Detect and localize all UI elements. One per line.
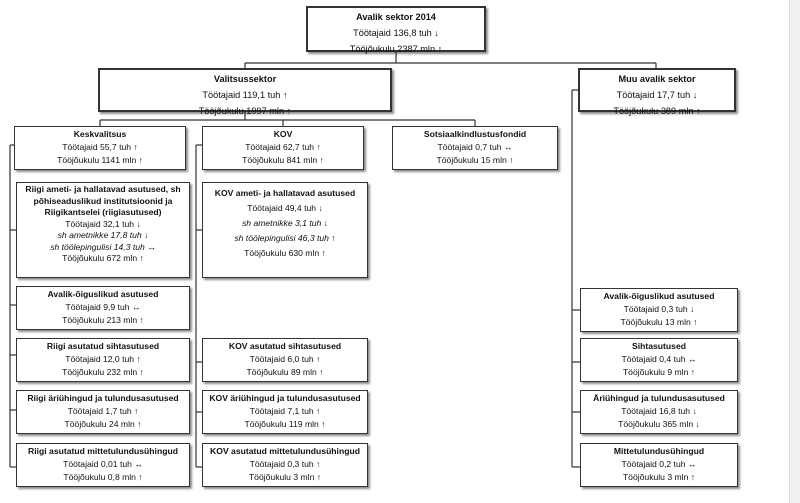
node-title: KOV ameti- ja hallatavad asutused (214, 188, 356, 198)
node-foundations-central: Riigi asutatud sihtasutused Töötajaid 12… (16, 338, 190, 382)
node-labor-cost: Tööjõukulu 1141 mln ↑ (57, 155, 143, 165)
node-public-law-institutions-central: Avalik-õiguslikud asutused Töötajaid 9,9… (16, 286, 190, 330)
node-title: Valitsussektor (213, 74, 277, 84)
node-employees: Töötajaid 17,7 tuh ↓ (616, 90, 698, 100)
node-state-agencies: Riigi ameti- ja hallatavad asutused, sh … (16, 182, 190, 278)
node-employees: Töötajaid 55,7 tuh ↑ (62, 142, 138, 152)
node-foundations-kov: KOV asutatud sihtasutused Töötajaid 6,0 … (202, 338, 368, 382)
node-labor-cost: Tööjõukulu 3 mln ↑ (248, 472, 322, 482)
node-title: KOV äriühingud ja tulundusasutused (209, 393, 361, 403)
node-title-line: Riigi ameti- ja hallatavad asutused, sh (25, 184, 181, 194)
node-title-line: põhiseaduslikud institutsioonid ja (33, 195, 173, 206)
node-labor-cost: Tööjõukulu 3 mln ↑ (622, 472, 696, 482)
node-title: Avalik sektor 2014 (356, 12, 436, 22)
node-labor-cost: Tööjõukulu 213 mln ↑ (62, 315, 144, 325)
node-labor-cost: Tööjõukulu 389 mln ↑ (613, 106, 701, 116)
node-labor-cost: Tööjõukulu 0,8 mln ↑ (63, 472, 143, 482)
node-title: KOV asutatud mittetulundusühingud (210, 446, 360, 456)
node-employees: Töötajaid 9,9 tuh ↔ (65, 302, 141, 312)
node-nonprofits-central: Riigi asutatud mittetulundusühingud Tööt… (16, 443, 190, 487)
node-central-government: Keskvalitsus Töötajaid 55,7 tuh ↑ Tööjõu… (14, 126, 186, 170)
node-labor-cost: Tööjõukulu 630 mln ↑ (244, 248, 326, 258)
node-title: KOV asutatud sihtasutused (228, 341, 342, 351)
node-labor-cost: Tööjõukulu 13 mln ↑ (620, 317, 698, 327)
node-title: Avalik-õiguslikud asutused (603, 291, 715, 301)
node-companies-kov: KOV äriühingud ja tulundusasutused Tööta… (202, 390, 368, 434)
node-employees: Töötajaid 0,7 tuh ↔ (437, 142, 513, 152)
node-employees: Töötajaid 0,3 tuh ↑ (249, 459, 321, 469)
node-officials: sh ametnikke 17,8 tuh ↓ (57, 230, 149, 240)
node-nonprofits-other: Mittetulundusühingud Töötajaid 0,2 tuh ↔… (580, 443, 738, 487)
node-labor-cost: Tööjõukulu 232 mln ↑ (62, 367, 144, 377)
node-employees: Töötajaid 0,2 tuh ↔ (621, 459, 697, 469)
node-title: Äriühingud ja tulundusasutused (593, 393, 725, 403)
node-title: Avalik-õiguslikud asutused (47, 289, 159, 299)
node-employees: Töötajaid 12,0 tuh ↑ (65, 354, 141, 364)
node-employees: Töötajaid 6,0 tuh ↑ (249, 354, 321, 364)
node-labor-cost: Tööjõukulu 15 mln ↑ (436, 155, 514, 165)
node-other-public-sector: Muu avalik sektor Töötajaid 17,7 tuh ↓ T… (578, 68, 736, 116)
node-title: Sotsiaalkindlustusfondid (423, 129, 527, 139)
node-labor-cost: Tööjõukulu 89 mln ↑ (246, 367, 324, 377)
node-social-security-funds: Sotsiaalkindlustusfondid Töötajaid 0,7 t… (392, 126, 558, 170)
node-labor-cost: Tööjõukulu 672 mln ↑ (62, 253, 144, 263)
node-labor-cost: Tööjõukulu 841 mln ↑ (242, 155, 324, 165)
node-nonprofits-kov: KOV asutatud mittetulundusühingud Töötaj… (202, 443, 368, 487)
node-officials: sh ametnikke 3,1 tuh ↓ (242, 218, 328, 228)
node-labor-cost: Tööjõukulu 365 mln ↓ (618, 419, 700, 429)
node-companies-central: Riigi äriühingud ja tulundusasutused Töö… (16, 390, 190, 434)
node-title: Riigi asutatud sihtasutused (46, 341, 160, 351)
node-employees: Töötajaid 1,7 tuh ↑ (67, 406, 139, 416)
node-labor-cost: Tööjõukulu 2387 mln ↑ (349, 44, 443, 54)
node-employees: Töötajaid 32,1 tuh ↓ (65, 218, 141, 229)
node-employees: Töötajaid 0,4 tuh ↔ (621, 354, 697, 364)
node-employees: Töötajaid 0,3 tuh ↓ (623, 304, 695, 314)
node-title: Riigi asutatud mittetulundusühingud (28, 446, 178, 456)
node-labor-cost: Tööjõukulu 24 mln ↑ (64, 419, 142, 429)
node-employees: Töötajaid 0,01 tuh ↔ (63, 459, 143, 469)
node-title: Keskvalitsus (73, 129, 127, 139)
node-employees: Töötajaid 119,1 tuh ↑ (202, 90, 288, 100)
node-public-sector: Avalik sektor 2014 Töötajaid 136,8 tuh ↓… (306, 6, 486, 54)
node-contract-workers: sh töölepingulisi 46,3 tuh ↑ (234, 233, 336, 243)
node-title: Muu avalik sektor (618, 74, 696, 84)
node-labor-cost: Tööjõukulu 9 mln ↑ (622, 367, 696, 377)
node-title: Mittetulundusühingud (613, 446, 705, 456)
node-title: Sihtasutused (632, 341, 686, 351)
node-foundations-other: Sihtasutused Töötajaid 0,4 tuh ↔ Tööjõuk… (580, 338, 738, 382)
node-employees: Töötajaid 62,7 tuh ↑ (245, 142, 321, 152)
node-public-law-institutions-other: Avalik-õiguslikud asutused Töötajaid 0,3… (580, 288, 738, 332)
node-labor-cost: Tööjõukulu 119 mln ↑ (244, 419, 326, 429)
node-title: KOV (273, 129, 293, 139)
vertical-scrollbar[interactable] (789, 0, 800, 503)
node-kov-agencies: KOV ameti- ja hallatavad asutused Töötaj… (202, 182, 368, 278)
node-employees: Töötajaid 16,8 tuh ↓ (621, 406, 697, 416)
node-title: Riigi äriühingud ja tulundusasutused (27, 393, 179, 403)
node-labor-cost: Tööjõukulu 1997 mln ↑ (198, 106, 292, 116)
node-kov: KOV Töötajaid 62,7 tuh ↑ Tööjõukulu 841 … (202, 126, 364, 170)
node-employees: Töötajaid 49,4 tuh ↓ (247, 203, 323, 213)
node-title-line: Riigikantselei (riigiasutused) (44, 207, 162, 217)
node-contract-workers: sh töölepingulisi 14,3 tuh ↔ (50, 241, 156, 252)
node-employees: Töötajaid 7,1 tuh ↑ (249, 406, 321, 416)
node-general-government: Valitsussektor Töötajaid 119,1 tuh ↑ Töö… (98, 68, 392, 116)
node-companies-other: Äriühingud ja tulundusasutused Töötajaid… (580, 390, 738, 434)
node-employees: Töötajaid 136,8 tuh ↓ (353, 28, 439, 38)
